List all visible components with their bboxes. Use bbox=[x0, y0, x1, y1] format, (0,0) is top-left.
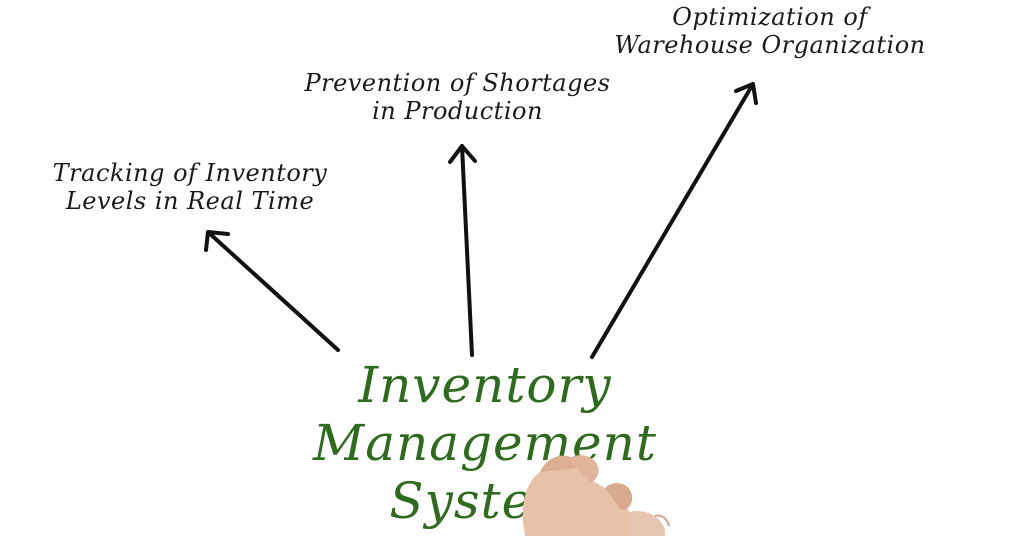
center-title: Inventory Management System bbox=[250, 356, 720, 530]
center-title-line: Management bbox=[313, 414, 657, 472]
branch-label-line: Optimization of bbox=[672, 3, 868, 31]
center-title-line: Inventory bbox=[358, 356, 612, 414]
arrow-to-optimization bbox=[590, 82, 758, 359]
arrow-to-tracking bbox=[204, 230, 340, 352]
branch-label-line: Warehouse Organization bbox=[614, 30, 926, 59]
branch-label-prevention: Prevention of Shortages in Production bbox=[285, 69, 630, 125]
branch-label-tracking: Tracking of Inventory Levels in Real Tim… bbox=[30, 159, 350, 215]
branch-label-optimization: Optimization of Warehouse Organization bbox=[580, 3, 960, 59]
arrow-to-prevention bbox=[448, 144, 477, 357]
branch-label-line: Prevention of Shortages bbox=[304, 69, 611, 97]
branch-label-line: in Production bbox=[372, 96, 543, 125]
branch-label-line: Levels in Real Time bbox=[65, 186, 315, 215]
branch-label-line: Tracking of Inventory bbox=[52, 159, 328, 187]
hand-with-marker-image bbox=[522, 455, 670, 536]
